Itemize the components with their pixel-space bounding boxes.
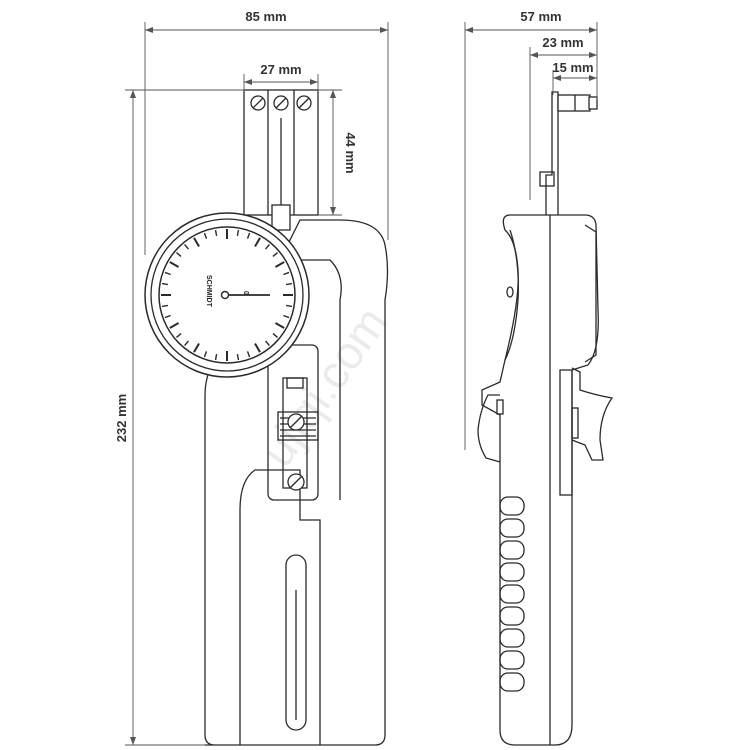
side-body-curve — [504, 229, 519, 361]
side-hole — [506, 286, 514, 298]
dim-label-total-height: 232 mm — [114, 394, 129, 442]
screw-icon — [287, 413, 305, 431]
dimension-lines — [125, 22, 598, 746]
front-body-inner-edge — [239, 469, 321, 745]
side-roller-cap — [588, 96, 598, 110]
dial-tick — [161, 304, 169, 308]
dial-tick — [274, 322, 285, 329]
dial-brand-label: SCHMIDT — [205, 275, 212, 308]
dial-tick — [246, 232, 251, 239]
screw-icon — [273, 95, 289, 111]
dial-tick — [272, 333, 279, 338]
dial-zero-label: 0 — [242, 291, 249, 295]
dial-tick — [193, 237, 200, 248]
front-body-outline — [204, 219, 389, 746]
slider-grip — [277, 411, 319, 441]
dial-tick — [214, 353, 218, 361]
side-roller — [557, 94, 591, 112]
dial-tick — [161, 282, 169, 286]
dial-tick — [265, 340, 270, 347]
dial-tick — [169, 322, 180, 329]
side-body-outline — [481, 214, 599, 746]
dial-tick — [164, 271, 171, 276]
dial-tick — [175, 333, 182, 338]
screw-icon — [250, 95, 266, 111]
side-view — [477, 91, 614, 746]
side-lever-knob — [571, 407, 579, 439]
dial-tick — [203, 232, 208, 239]
dimension-arrows — [130, 27, 597, 745]
dial-tick — [265, 243, 270, 250]
front-view — [144, 89, 389, 746]
dial-tick — [214, 229, 218, 237]
dial-pivot — [220, 290, 230, 300]
front-bottom-slot — [285, 554, 307, 731]
dial-tick — [164, 314, 171, 319]
dial-ticks — [161, 229, 293, 361]
dial-tick — [175, 252, 182, 257]
side-dial-window — [584, 224, 597, 363]
dial-tick — [285, 304, 293, 308]
side-grip-ribs — [499, 496, 525, 692]
dial-tick — [254, 342, 261, 353]
dial-tick — [193, 342, 200, 353]
dim-label-width-front: 85 mm — [245, 9, 286, 24]
dial-tick — [272, 252, 279, 257]
side-head-post — [545, 91, 559, 215]
dial-tick — [184, 340, 189, 347]
slider-top-stop — [286, 377, 304, 389]
dim-label-head-width: 27 mm — [260, 62, 301, 77]
dial-tick — [285, 282, 293, 286]
dial-tick — [236, 229, 240, 237]
dim-label-head-height: 44 mm — [343, 132, 358, 173]
side-lever-block — [559, 369, 573, 496]
dial-tick — [274, 261, 285, 268]
front-body-ridge — [300, 259, 342, 500]
dim-label-roller-width: 15 mm — [552, 60, 593, 75]
dial-ring — [150, 218, 304, 372]
dial-tick — [254, 237, 261, 248]
dial-tick — [169, 261, 180, 268]
dim-label-roller-offset: 23 mm — [542, 35, 583, 50]
dial-tick — [246, 351, 251, 358]
dial-tick — [236, 353, 240, 361]
screw-icon — [287, 473, 305, 491]
dial-tick — [283, 271, 290, 276]
screw-icon — [296, 95, 312, 111]
dial-tick — [283, 314, 290, 319]
dial-tick — [203, 351, 208, 358]
side-left-lever — [477, 394, 501, 463]
side-head-collar — [539, 171, 555, 187]
side-left-lever-tab — [496, 399, 504, 415]
dial-tick — [184, 243, 189, 250]
head-stem — [271, 204, 291, 231]
dim-label-depth: 57 mm — [520, 9, 561, 24]
dial-face — [158, 226, 296, 364]
side-thumb-lever — [571, 367, 614, 461]
